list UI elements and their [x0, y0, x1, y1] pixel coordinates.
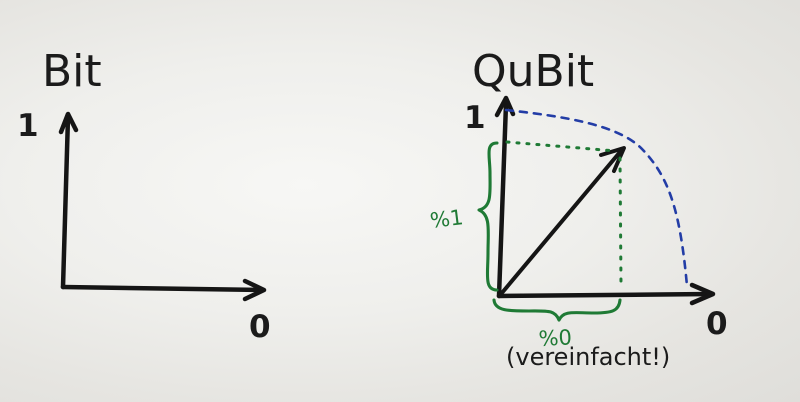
qubit-vertical-projection-guide: [505, 140, 618, 153]
qubit-title: QuBit: [472, 46, 594, 97]
qubit-x-proportion-label: %0: [538, 325, 573, 351]
bit-y-axis-arrowhead: [58, 111, 79, 135]
qubit-bottom-green-brace: [492, 298, 622, 322]
qubit-x-axis: [496, 291, 714, 299]
bit-diagram: Bit 1 0: [17, 46, 271, 345]
qubit-x-axis-arrowhead: [689, 282, 716, 306]
qubit-y-axis: [496, 101, 509, 299]
bit-x-axis-zero-label: 0: [249, 309, 271, 345]
qubit-y-axis-one-label: 1: [464, 100, 486, 136]
qubit-horizontal-projection-guide: [618, 156, 623, 286]
qubit-diagram: QuBit 1 0 %1 %0 (vereinfacht!): [429, 46, 728, 371]
qubit-state-vector-arrowhead: [599, 146, 626, 173]
qubit-simplified-note: (vereinfacht!): [506, 343, 670, 371]
qubit-y-proportion-label: %1: [429, 205, 465, 233]
bit-x-axis-arrowhead: [242, 278, 267, 302]
qubit-x-axis-zero-label: 0: [706, 306, 728, 342]
bit-x-axis: [60, 284, 264, 293]
qubit-state-vector: [499, 150, 622, 296]
bit-y-axis: [60, 114, 71, 290]
qubit-unit-circle-arc: [504, 108, 689, 288]
bit-y-axis-one-label: 1: [17, 108, 39, 144]
qubit-left-green-brace: [477, 141, 499, 292]
bit-title: Bit: [42, 46, 102, 97]
qubit-y-axis-arrowhead: [494, 95, 516, 118]
